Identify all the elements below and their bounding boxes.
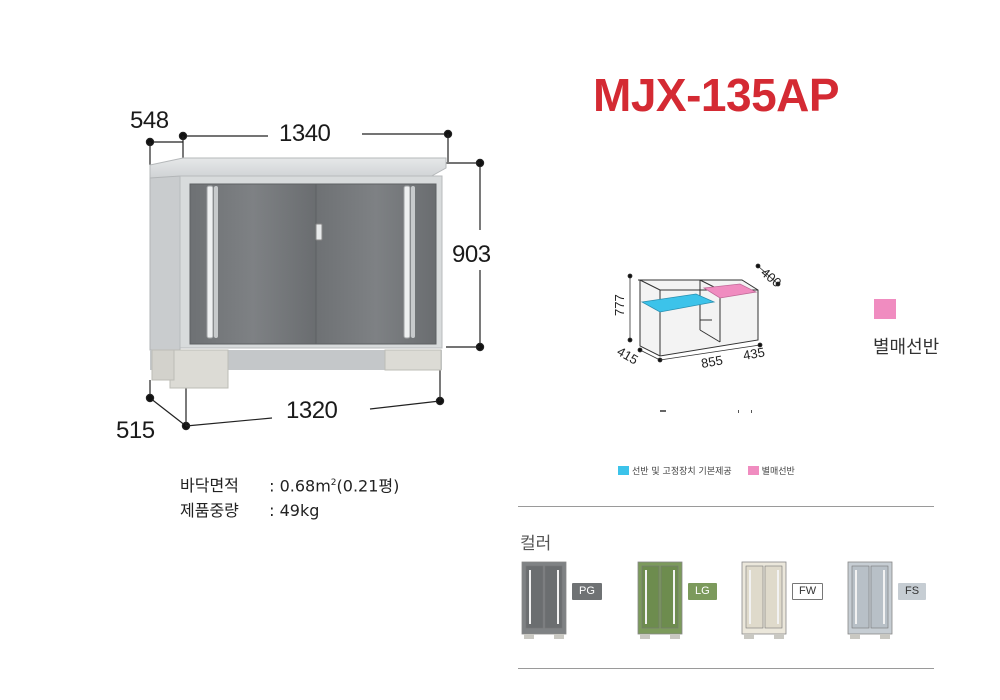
color-code-badge: PG	[572, 583, 602, 600]
bottom-depth-label: 515	[116, 417, 155, 444]
spec-colon: :	[269, 476, 280, 496]
interior-depth-label: 415	[615, 344, 641, 368]
legend-swatch-optional	[747, 466, 759, 475]
height-label: 903	[452, 241, 491, 268]
spec-sup: 2	[330, 478, 337, 488]
spec-value: 49kg	[279, 501, 320, 521]
optional-shelf-swatch	[874, 299, 896, 319]
color-code-badge: FW	[792, 583, 824, 600]
spec-key: 바닥면적	[180, 476, 239, 496]
color-section-title: 컬러	[520, 534, 552, 554]
spec-row-weight: 제품중량 : 49kg	[180, 498, 399, 523]
color-code-badge: FS	[898, 583, 927, 600]
dimension-lines	[145, 129, 485, 431]
interior-shelf-depth-label: 400	[758, 265, 784, 290]
color-swatch-fs[interactable]	[846, 560, 898, 640]
divider-bottom	[518, 668, 934, 669]
interior-shelf-diagram: 777 400 415 855 435	[612, 263, 784, 371]
spec-value-rest: (0.21평)	[336, 476, 400, 496]
model-title: MJX-135AP	[593, 69, 840, 121]
spec-value: 0.68m	[279, 476, 331, 496]
shed-dimension-diagram	[145, 129, 485, 431]
spec-key: 제품중량	[180, 501, 239, 521]
interior-height-label: 777	[612, 294, 627, 316]
interior-right-width-label: 435	[742, 344, 766, 363]
optional-shelf-label: 별매선반	[873, 337, 940, 358]
spec-row-floor-area: 바닥면적 : 0.68m2(0.21평)	[180, 471, 399, 498]
top-depth-label: 548	[130, 107, 169, 134]
legend-label-standard: 선반 및 고정장치 기본제공	[632, 467, 732, 477]
legend-label-optional: 별매선반	[761, 467, 795, 477]
spec-list: 바닥면적 : 0.68m2(0.21평) 제품중량 : 49kg	[180, 471, 399, 523]
top-width-label: 1340	[279, 120, 331, 147]
shed-illustration	[149, 157, 447, 389]
color-code-badge: LG	[688, 583, 717, 600]
faint-mark	[660, 410, 666, 412]
standard-shelf	[640, 293, 716, 313]
color-swatch-lg[interactable]	[636, 560, 688, 640]
spec-colon: :	[269, 501, 280, 521]
faint-mark	[738, 410, 752, 413]
interior-left-width-label: 855	[700, 352, 724, 371]
bottom-width-label: 1320	[286, 397, 338, 424]
divider-top	[518, 506, 934, 507]
legend-swatch-standard	[618, 466, 629, 475]
optional-shelf	[702, 283, 758, 299]
color-swatch-fw[interactable]	[740, 560, 792, 640]
shelf-legend: 선반 및 고정장치 기본제공 별매선반	[618, 464, 795, 477]
color-swatch-pg[interactable]	[520, 560, 572, 640]
